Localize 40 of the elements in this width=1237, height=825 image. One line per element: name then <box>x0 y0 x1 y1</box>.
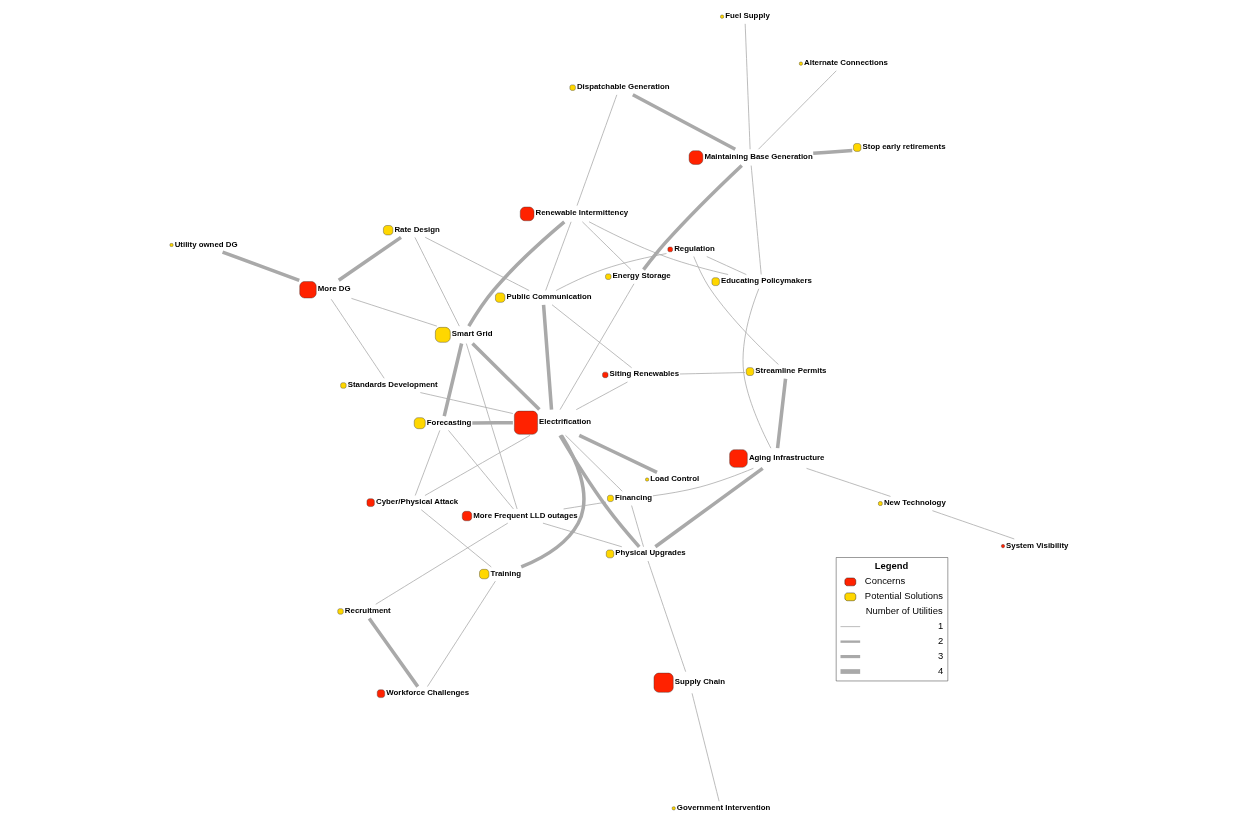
label: Number of Utilities <box>865 605 943 617</box>
node-label: Streamline Permits <box>754 366 826 376</box>
node-label: Standards Development <box>347 380 438 390</box>
node-label: Alternate Connections <box>803 58 888 68</box>
node-label: Fuel Supply <box>724 11 770 21</box>
node-label: More Frequent LLD outages <box>472 510 578 520</box>
legend-label: 1 <box>937 620 943 632</box>
node-label: Public Communication <box>505 292 592 302</box>
node-label: Load Control <box>649 474 699 484</box>
node-label: Cyber/Physical Attack <box>375 497 458 507</box>
node-label: Smart Grid <box>451 329 492 339</box>
node-label: Supply Chain <box>674 677 725 687</box>
node-label: Educating Policymakers <box>720 276 812 286</box>
node-label: Utility owned DG <box>174 239 238 249</box>
legend-label: Potential Solutions <box>864 590 943 602</box>
node-label: Workforce Challenges <box>385 688 469 698</box>
node-label: Stop early retirements <box>862 142 946 152</box>
node-label: System Visibility <box>1005 540 1068 550</box>
label: Legend <box>874 559 908 571</box>
node-label: Forecasting <box>426 417 471 427</box>
node-label: Physical Upgrades <box>614 548 686 558</box>
node-label: Electrification <box>538 417 591 427</box>
node-label: Renewable Intermittency <box>535 208 628 218</box>
node-label: Regulation <box>673 243 715 253</box>
node-label: Dispatchable Generation <box>576 82 670 92</box>
node-label: Siting Renewables <box>609 369 679 379</box>
node-label: Government Intervention <box>676 802 770 812</box>
legend-label: 2 <box>937 635 943 647</box>
node-label: More DG <box>317 284 351 294</box>
legend-label: 4 <box>937 664 943 676</box>
node-label: Recruitment <box>344 606 391 615</box>
node-label: Energy Storage <box>612 271 671 281</box>
legend-label: Concerns <box>864 575 905 587</box>
legend-label: 3 <box>937 650 943 662</box>
node-label: Rate Design <box>393 224 440 234</box>
node-label: Maintaining Base Generation <box>703 152 813 162</box>
node-label: Financing <box>614 492 652 502</box>
node-label: Aging Infrastructure <box>748 453 824 463</box>
node-label: New Technology <box>883 498 946 508</box>
node-label: Training <box>490 568 521 578</box>
